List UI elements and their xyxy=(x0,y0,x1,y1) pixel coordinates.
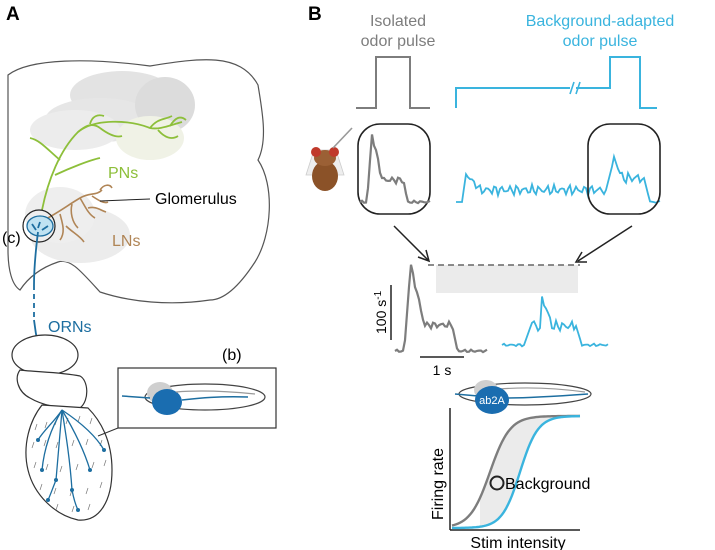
orn-terminal-dots xyxy=(36,438,106,512)
adapted-stimulus-trace xyxy=(455,56,657,109)
lns-label: LNs xyxy=(112,233,140,250)
ab2a-soma xyxy=(475,386,509,414)
adaptation-shaded-region xyxy=(436,265,578,293)
converge-arrows xyxy=(393,225,633,263)
firing-rate-label: Firing rate xyxy=(430,448,447,520)
b-label: (b) xyxy=(222,347,242,364)
isolated-stimulus-trace xyxy=(356,56,430,109)
inset-dendrite-gray xyxy=(175,390,256,395)
pns-label: PNs xyxy=(108,165,138,182)
fly-prep-icon xyxy=(305,127,353,191)
rate-scale-label: 100 s-1 xyxy=(373,290,389,334)
time-scale-label: 1 s xyxy=(433,362,452,378)
inset-dendrite xyxy=(121,395,249,401)
panel-b-letter: B xyxy=(308,4,322,25)
ln-neuron xyxy=(39,184,113,243)
c-label: (c) xyxy=(2,230,21,247)
orns-label: ORNs xyxy=(48,319,92,336)
antenna-hatching xyxy=(31,415,107,513)
isolated-compare-trace xyxy=(394,264,488,354)
isolated-label-line1: Isolated xyxy=(370,13,426,30)
background-point-marker xyxy=(489,475,505,491)
inset-neuron-soma xyxy=(152,389,182,415)
dose-response-adapted-curve xyxy=(452,414,581,530)
adapted-label-line2: odor pulse xyxy=(563,33,638,50)
glomerulus-pointer xyxy=(99,198,151,202)
isolated-response-trace xyxy=(359,134,431,205)
isolated-label-line2: odor pulse xyxy=(361,33,436,50)
adapted-response-trace xyxy=(456,153,661,204)
adapted-compare-trace xyxy=(501,296,609,348)
glomerulus-label: Glomerulus xyxy=(155,191,237,208)
sensillum-icon-dendrite xyxy=(454,393,589,399)
glomerulus xyxy=(26,215,54,237)
background-label: Background xyxy=(505,476,590,493)
dose-response-shaded-region xyxy=(480,416,580,527)
glomerulus-c-circle xyxy=(22,209,56,243)
adapted-label-line1: Background-adapted xyxy=(526,13,675,30)
ab2a-label: ab2A xyxy=(479,395,505,407)
orn-dendrites xyxy=(37,409,105,511)
sensillum-icon-dendrite-gray xyxy=(499,387,586,393)
isolated-response-box xyxy=(357,123,431,215)
dose-response-isolated-curve xyxy=(451,414,580,527)
stim-intensity-label: Stim intensity xyxy=(470,535,565,550)
axis-break-mark xyxy=(569,81,581,95)
inset-pointer xyxy=(97,427,119,437)
adapted-response-box xyxy=(587,123,661,215)
panel-a-letter: A xyxy=(6,4,20,25)
antenna xyxy=(11,334,113,521)
pn-neuron xyxy=(29,114,187,211)
